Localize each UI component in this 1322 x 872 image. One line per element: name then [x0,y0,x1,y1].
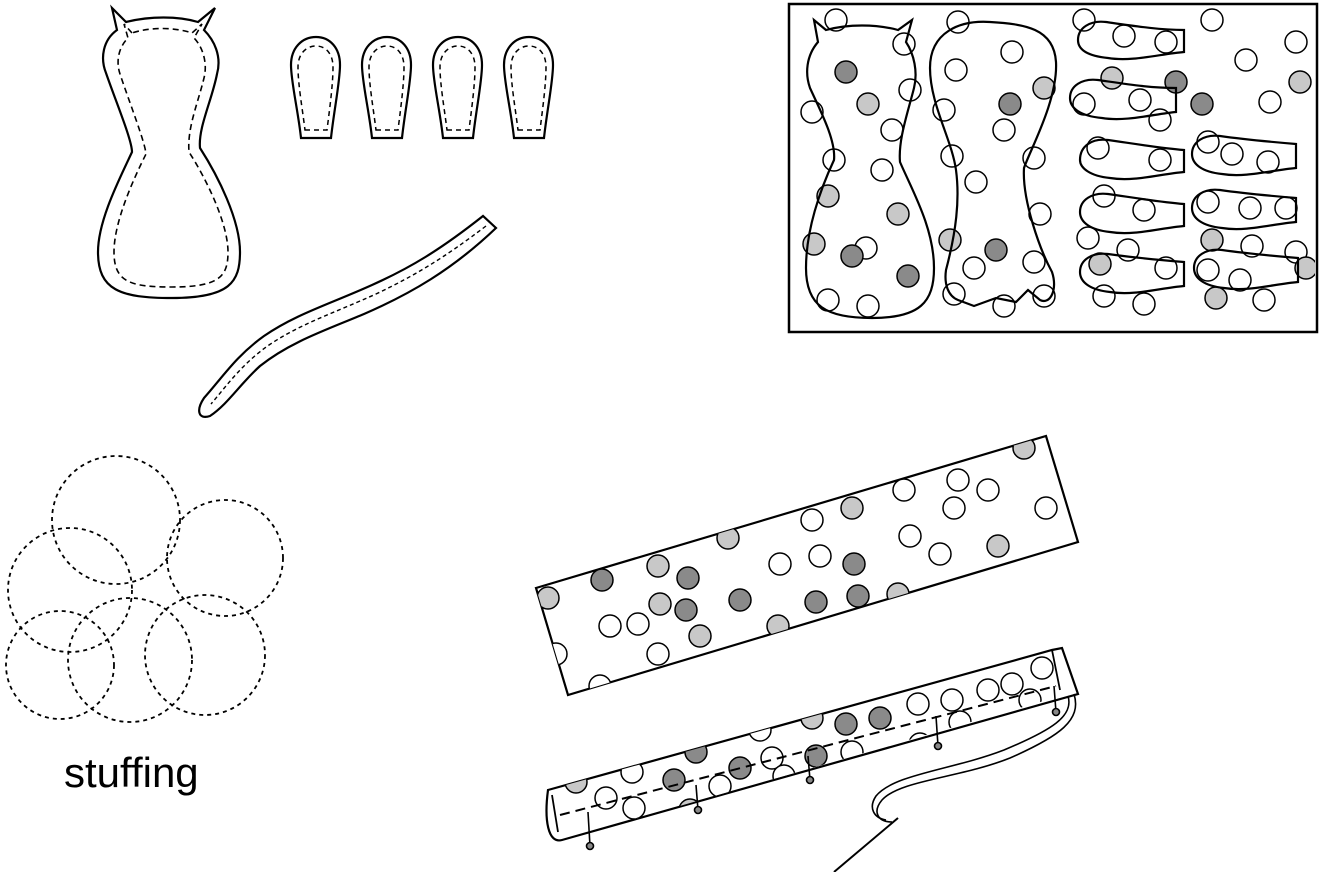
polka-dot [977,479,999,501]
polka-dot [647,555,669,577]
polka-dot [1133,293,1155,315]
polka-dot [801,509,823,531]
polka-dot [899,79,921,101]
polka-dot [943,497,965,519]
polka-dot [545,643,567,665]
polka-dot [1035,497,1057,519]
polka-dot [893,479,915,501]
polka-dot [647,643,669,665]
polka-dot [1253,289,1275,311]
polka-dot [805,591,827,613]
polka-dot [843,553,865,575]
polka-dot [947,469,969,491]
polka-dot [1001,673,1023,695]
polka-dot [1191,93,1213,115]
polka-dot [689,625,711,647]
polka-dot [1289,71,1311,93]
polka-dot [1275,197,1297,219]
polka-dot [1129,89,1151,111]
polka-dot [729,589,751,611]
tail-pattern-icon [199,216,496,417]
polka-dot [857,93,879,115]
polka-dot [1201,229,1223,251]
polka-dot [1155,31,1177,53]
polka-dot [767,615,789,637]
polka-dot [817,289,839,311]
polka-dot [847,585,869,607]
polka-dot [977,679,999,701]
polka-dot [1073,93,1095,115]
polka-dot [987,535,1009,557]
polka-dot [1001,41,1023,63]
polka-dot [941,689,963,711]
polka-dot [729,757,751,779]
polka-dot [869,707,891,729]
polka-dot [1285,31,1307,53]
polka-dot [675,599,697,621]
sewn-strip-icon [547,648,1078,872]
polka-dot [1259,91,1281,113]
polka-dot [1133,199,1155,221]
polka-dot [965,171,987,193]
polka-dot [1235,49,1257,71]
polka-dot [881,119,903,141]
polka-dot [835,713,857,735]
polka-dot [985,239,1007,261]
polka-dot [1023,251,1045,273]
polka-dot [649,593,671,615]
fabric-strip-icon [536,436,1078,697]
polka-dot [929,543,951,565]
polka-dot [939,229,961,251]
polka-dot [963,257,985,279]
polka-dot [627,613,649,635]
polka-dot [1013,437,1035,459]
polka-dot [841,245,863,267]
polka-dot [1205,287,1227,309]
fabric-layout-icon [789,4,1317,332]
polka-dot [857,295,879,317]
polka-dot [841,497,863,519]
polka-dot [1077,227,1099,249]
polka-dot [1197,131,1219,153]
cat-body-pattern-icon [98,8,240,298]
polka-dot [897,265,919,287]
polka-dot [993,119,1015,141]
polka-dot [1149,149,1171,171]
polka-dot [1239,197,1261,219]
polka-dot [1093,185,1115,207]
polka-dot [1031,657,1053,679]
polka-dot [945,59,967,81]
polka-dot [1113,25,1135,47]
polka-dot [999,93,1021,115]
polka-dot [1201,9,1223,31]
stuffing-label: stuffing [64,752,199,794]
polka-dot [623,797,645,819]
ear-pattern-icon [291,37,553,138]
polka-dot [663,769,685,791]
polka-dot [899,525,921,547]
polka-dot [685,741,707,763]
polka-dot [769,553,791,575]
polka-dot [835,61,857,83]
polka-dot [1197,259,1219,281]
polka-dot [887,203,909,225]
polka-dot [801,101,823,123]
polka-dot [809,545,831,567]
polka-dot [1221,143,1243,165]
stuffing-icon [6,456,283,722]
polka-dot [677,567,699,589]
polka-dot [907,693,929,715]
polka-dot [1023,147,1045,169]
polka-dot [599,615,621,637]
polka-dot [871,159,893,181]
polka-dot [1101,67,1123,89]
polka-dot [591,569,613,591]
